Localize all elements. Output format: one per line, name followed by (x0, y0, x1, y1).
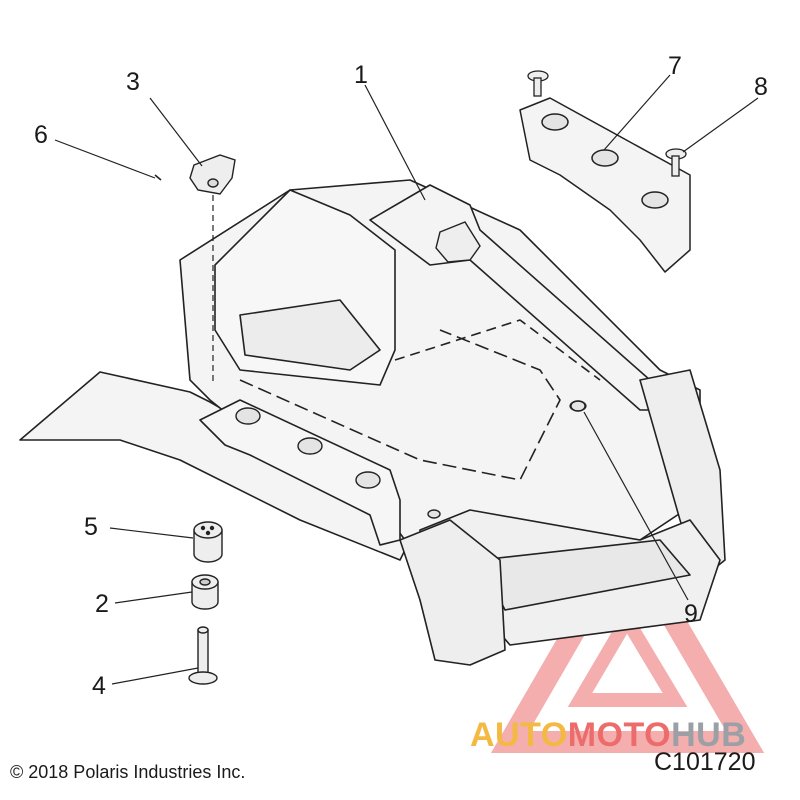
part-3-latch (189, 154, 236, 195)
part-5-grommet (193, 521, 223, 563)
part-2-spacer (191, 574, 219, 610)
callout-2: 2 (95, 590, 109, 618)
watermark-part-2: MOTO (567, 716, 672, 754)
watermark-part-3: HUB (671, 716, 747, 754)
part-6-pin (154, 174, 162, 181)
part-7-bolt-icon (527, 70, 549, 97)
callout-9: 9 (684, 600, 698, 628)
callout-3: 3 (126, 68, 140, 96)
leader-lines (54, 74, 759, 685)
callout-4: 4 (92, 672, 106, 700)
installed-latch (435, 221, 481, 263)
part-7-bracket (519, 97, 691, 273)
callout-6: 6 (34, 121, 48, 149)
callout-7: 7 (668, 52, 682, 80)
watermark-part-1: AUTO (470, 716, 568, 754)
callout-1: 1 (354, 61, 368, 89)
copyright-text: © 2018 Polaris Industries Inc. (10, 762, 246, 782)
part-4-pin (188, 626, 218, 685)
watermark-logo-icon (490, 518, 765, 753)
callout-5: 5 (84, 513, 98, 541)
part-9-hole (569, 400, 587, 412)
diagram-code: C101720 (654, 748, 756, 776)
watermark-text: AUTOMOTOHUB (470, 716, 746, 755)
part-8-bolt-icon (665, 148, 687, 177)
callout-8: 8 (754, 73, 768, 101)
rear-rack-body (19, 179, 726, 666)
